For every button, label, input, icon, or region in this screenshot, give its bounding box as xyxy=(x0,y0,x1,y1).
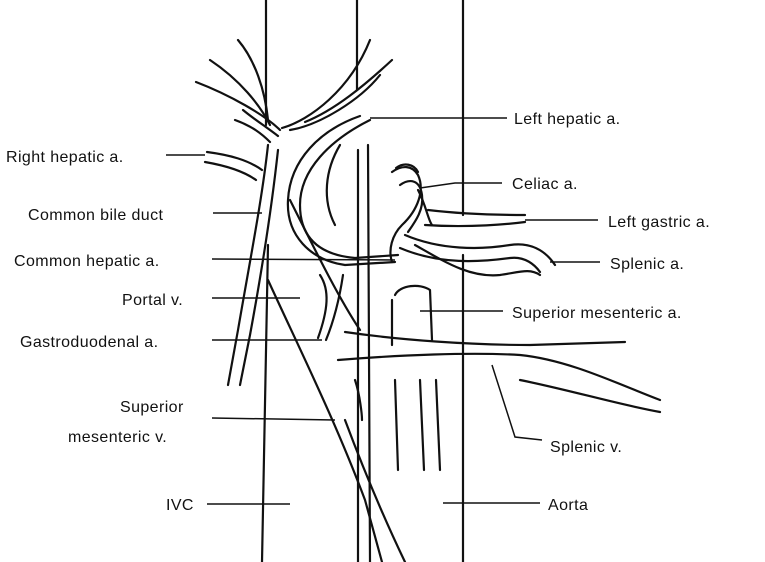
portal-vein xyxy=(266,198,407,562)
leader-lines xyxy=(166,117,600,505)
label-common-hepatic: Common hepatic a. xyxy=(14,253,160,270)
hepatic-artery-loop xyxy=(286,114,400,267)
label-left-hepatic: Left hepatic a. xyxy=(514,111,621,128)
label-aorta: Aorta xyxy=(548,497,588,514)
label-celiac: Celiac a. xyxy=(512,176,578,193)
label-superior-mesenteric-v-2: mesenteric v. xyxy=(68,429,167,446)
label-superior-mesenteric-a: Superior mesenteric a. xyxy=(512,305,682,322)
label-right-hepatic: Right hepatic a. xyxy=(6,149,124,166)
label-gastroduodenal: Gastroduodenal a. xyxy=(20,334,158,351)
label-splenic-a: Splenic a. xyxy=(610,256,684,273)
label-splenic-v: Splenic v. xyxy=(550,439,622,456)
right-hepatic-artery xyxy=(203,150,264,182)
label-superior-mesenteric-v-1: Superior xyxy=(120,399,184,416)
label-ivc: IVC xyxy=(166,497,194,514)
celiac-trunk xyxy=(389,163,434,264)
common-bile-duct-vessel xyxy=(226,143,280,387)
splenic-vein xyxy=(336,330,662,422)
label-portal-v: Portal v. xyxy=(122,292,183,309)
aorta-vessel xyxy=(366,0,465,562)
superior-mesenteric-artery xyxy=(390,284,442,472)
label-common-bile-duct: Common bile duct xyxy=(28,207,163,224)
splenic-artery xyxy=(398,233,557,277)
label-left-gastric: Left gastric a. xyxy=(608,214,710,231)
diagram-labels: Left hepatic a. Right hepatic a. Celiac … xyxy=(6,111,710,514)
gastroduodenal-artery xyxy=(316,273,345,342)
left-gastric-artery xyxy=(423,208,527,228)
hepatic-vessel-tree xyxy=(194,38,394,144)
